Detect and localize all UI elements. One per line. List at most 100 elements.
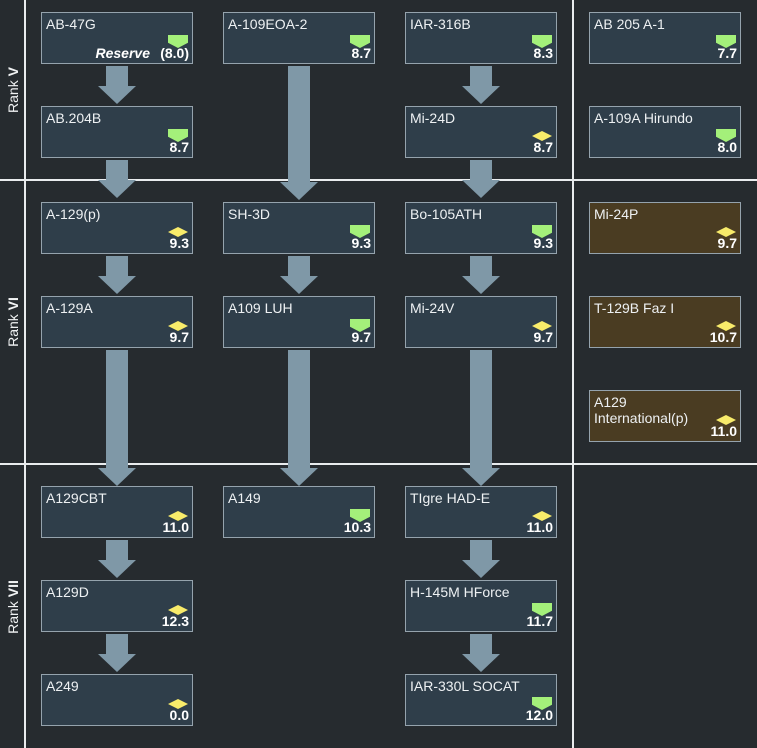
research-arrow: [98, 540, 136, 578]
research-arrow: [280, 66, 318, 200]
vehicle-name: A129CBT: [46, 490, 107, 506]
diamond-icon: [168, 511, 188, 521]
flag-icon: [350, 225, 370, 238]
battle-rating: 9.3: [351, 235, 371, 251]
research-arrow: [462, 350, 500, 486]
diamond-icon: [168, 605, 188, 615]
flag-icon: [350, 35, 370, 48]
battle-rating: (8.0): [160, 45, 189, 61]
research-arrow: [98, 66, 136, 104]
vehicle-name: Mi-24P: [594, 206, 639, 222]
battle-rating: 11.7: [526, 613, 553, 629]
vehicle-name: AB.204B: [46, 110, 102, 126]
vehicle-card-a129-international[interactable]: A129 International(p) 11.0: [589, 390, 741, 442]
vehicle-card-iar-330l-socat[interactable]: IAR-330L SOCAT 12.0: [405, 674, 557, 726]
vehicle-card-ab-204b[interactable]: AB.204B 8.7: [41, 106, 193, 158]
research-arrow: [462, 256, 500, 294]
battle-rating: 8.7: [351, 45, 371, 61]
battle-rating: 12.0: [525, 707, 553, 723]
vehicle-name: AB 205 A-1: [594, 16, 665, 32]
research-arrow: [462, 540, 500, 578]
battle-rating: 11.0: [162, 519, 189, 535]
rank-vii-label: Rank VII: [5, 579, 22, 634]
battle-rating: 12.3: [161, 613, 189, 629]
vehicle-name: A-129A: [46, 300, 93, 316]
vehicle-card-a-109a-hirundo[interactable]: A-109A Hirundo 8.0: [589, 106, 741, 158]
vehicle-card-mi-24p[interactable]: Mi-24P 9.7: [589, 202, 741, 254]
vehicle-name: A149: [228, 490, 261, 506]
flag-icon: [532, 35, 552, 48]
flag-icon: [532, 603, 552, 616]
research-arrow: [462, 160, 500, 198]
vehicle-card-a249[interactable]: A249 0.0: [41, 674, 193, 726]
battle-rating: 11.0: [526, 519, 553, 535]
battle-rating: 9.7: [717, 235, 737, 251]
vehicle-name: SH-3D: [228, 206, 271, 222]
diamond-icon: [716, 227, 736, 237]
vehicle-card-a-129a[interactable]: A-129A 9.7: [41, 296, 193, 348]
vehicle-name: TIgre HAD-E: [410, 490, 491, 506]
research-arrow: [98, 350, 136, 486]
battle-rating: 9.7: [533, 329, 553, 345]
vehicle-name: A-129(p): [46, 206, 101, 222]
vehicle-card-mi-24v[interactable]: Mi-24V 9.7: [405, 296, 557, 348]
diamond-icon: [716, 321, 736, 331]
vehicle-name: A249: [46, 678, 79, 694]
rank-divider: [0, 179, 757, 181]
diamond-icon: [168, 321, 188, 331]
vehicle-name: A129D: [46, 584, 89, 600]
battle-rating: 8.3: [533, 45, 553, 61]
vehicle-name: H-145M HForce: [410, 584, 510, 600]
diamond-icon: [716, 415, 736, 425]
vehicle-name: A-109A Hirundo: [594, 110, 693, 126]
vehicle-name: A-109EOA-2: [228, 16, 308, 32]
vehicle-card-a109-luh[interactable]: A109 LUH 9.7: [223, 296, 375, 348]
research-arrow: [98, 160, 136, 198]
diamond-icon: [532, 131, 552, 141]
battle-rating: 9.3: [533, 235, 553, 251]
vehicle-name: AB-47G: [46, 16, 96, 32]
vehicle-name: Mi-24V: [410, 300, 455, 316]
diamond-icon: [168, 699, 188, 709]
research-arrow: [280, 256, 318, 294]
battle-rating: 8.0: [717, 139, 737, 155]
vehicle-card-bo-105ath[interactable]: Bo-105ATH 9.3: [405, 202, 557, 254]
flag-icon: [716, 129, 736, 142]
flag-icon: [716, 35, 736, 48]
vehicle-card-a-129p[interactable]: A-129(p) 9.3: [41, 202, 193, 254]
battle-rating: 11.0: [710, 423, 737, 439]
vehicle-card-a149[interactable]: A149 10.3: [223, 486, 375, 538]
flag-icon: [168, 35, 188, 48]
research-arrow: [98, 256, 136, 294]
battle-rating: 9.7: [169, 329, 189, 345]
flag-icon: [532, 697, 552, 710]
rank-column-divider: [24, 0, 26, 748]
reserve-label: Reserve: [95, 45, 151, 61]
vehicle-card-ab-47g[interactable]: AB-47G Reserve (8.0): [41, 12, 193, 64]
vehicle-card-ab-205-a-1[interactable]: AB 205 A-1 7.7: [589, 12, 741, 64]
vehicle-name: T-129B Faz I: [594, 300, 675, 316]
diamond-icon: [532, 321, 552, 331]
vehicle-name: Mi-24D: [410, 110, 456, 126]
vehicle-card-sh-3d[interactable]: SH-3D 9.3: [223, 202, 375, 254]
battle-rating: 8.7: [533, 139, 553, 155]
flag-icon: [350, 509, 370, 522]
battle-rating: 9.7: [351, 329, 371, 345]
vehicle-name: Bo-105ATH: [410, 206, 483, 222]
flag-icon: [350, 319, 370, 332]
vehicle-card-iar-316b[interactable]: IAR-316B 8.3: [405, 12, 557, 64]
research-arrow: [462, 634, 500, 672]
vehicle-card-tigre-had-e[interactable]: TIgre HAD-E 11.0: [405, 486, 557, 538]
vehicle-card-a129d[interactable]: A129D 12.3: [41, 580, 193, 632]
vehicle-name: A109 LUH: [228, 300, 293, 316]
battle-rating: 10.3: [343, 519, 371, 535]
vehicle-card-t-129b-faz-i[interactable]: T-129B Faz I 10.7: [589, 296, 741, 348]
battle-rating: 9.3: [169, 235, 189, 251]
vehicle-card-a129cbt[interactable]: A129CBT 11.0: [41, 486, 193, 538]
vehicle-card-mi-24d[interactable]: Mi-24D 8.7: [405, 106, 557, 158]
vehicle-name: IAR-330L SOCAT: [410, 678, 520, 694]
vehicle-card-a-109eoa-2[interactable]: A-109EOA-2 8.7: [223, 12, 375, 64]
vehicle-card-h-145m-hforce[interactable]: H-145M HForce 11.7: [405, 580, 557, 632]
battle-rating: 8.7: [169, 139, 189, 155]
